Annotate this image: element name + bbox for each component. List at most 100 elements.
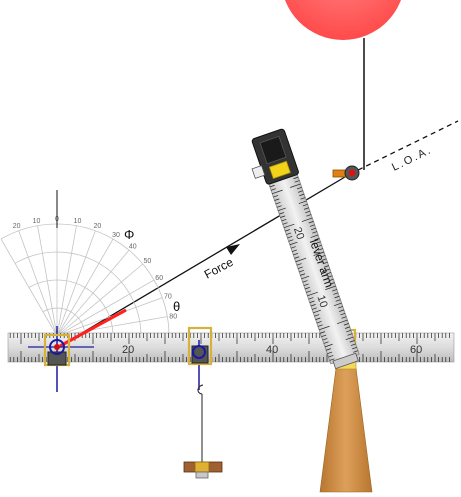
weight-hanger-bracket[interactable]	[187, 326, 213, 390]
tape-tick	[321, 334, 327, 337]
tape-tick	[300, 197, 306, 200]
balloon-hook[interactable]	[332, 165, 360, 181]
tape-tick	[322, 268, 330, 272]
tape-tick	[318, 248, 323, 251]
tape-tick	[292, 249, 297, 252]
tape-tick	[293, 253, 299, 256]
tape-tick	[296, 263, 302, 266]
protractor: 20100102030405060708090 Φ θ	[0, 190, 180, 341]
tape-tick	[308, 221, 314, 224]
tape-tick	[345, 336, 354, 341]
tape-tick	[283, 223, 295, 229]
protractor-tick-label: 30	[112, 232, 120, 239]
tape-tick	[325, 285, 336, 290]
tape-tick	[351, 346, 357, 350]
tape-tick	[305, 210, 311, 214]
tape-tick	[272, 189, 283, 195]
tape-tick	[299, 270, 305, 273]
tape-tick	[290, 246, 296, 249]
tape-tick	[353, 350, 359, 353]
force-arrow	[226, 244, 240, 255]
tape-tick	[310, 227, 316, 231]
tape-tick	[313, 309, 321, 314]
tape-tick	[335, 299, 341, 302]
tape-tick	[287, 235, 293, 239]
tape-tick	[307, 291, 318, 297]
tape-tick	[315, 241, 321, 244]
tape-tick	[317, 324, 323, 327]
tape-tick	[315, 317, 321, 320]
tape-tick	[282, 222, 288, 225]
tape-tick	[281, 218, 287, 222]
tape-tick	[329, 358, 335, 361]
tape-label-20: 20	[291, 226, 306, 241]
tape-tick	[309, 300, 315, 303]
tape-tick	[332, 289, 338, 292]
tape-tick	[304, 287, 310, 290]
tape-tick	[308, 297, 314, 300]
tape-tick	[316, 321, 322, 324]
protractor-tick-label: 80	[169, 314, 177, 321]
tape-tick	[298, 200, 307, 204]
tape-tick	[288, 239, 294, 242]
protractor-tick-label: 70	[164, 294, 172, 301]
loa-label: L.O.A.	[390, 144, 434, 174]
tape-tick	[320, 331, 326, 334]
tape-tick	[334, 295, 340, 299]
tape-tick	[347, 333, 353, 336]
protractor-tick-label: 50	[144, 258, 152, 265]
tape-tick	[328, 355, 334, 358]
pivot-stand	[319, 367, 373, 493]
tape-tick	[339, 309, 345, 312]
tape-tick	[310, 234, 319, 238]
tape-end-hook	[332, 352, 359, 370]
balloon[interactable]	[281, 0, 405, 40]
tape-tick	[306, 290, 312, 293]
tape-tick	[344, 326, 350, 329]
ruler-label-20: 20	[122, 344, 134, 356]
tape-tick	[298, 190, 304, 193]
tape-tick	[296, 186, 302, 190]
tape-tick	[314, 314, 320, 317]
tape-tick	[293, 176, 299, 180]
protractor-arc	[28, 279, 114, 337]
tape-tick	[306, 214, 312, 217]
tape-tick	[302, 204, 308, 207]
tape-tick	[333, 302, 342, 306]
tape-tick	[302, 280, 308, 283]
tape-tick	[309, 224, 315, 227]
tape-tick	[324, 343, 333, 348]
tape-tick	[311, 307, 317, 310]
tape-tick	[303, 283, 309, 286]
tape-tick	[346, 329, 352, 333]
hanging-weight[interactable]	[183, 384, 223, 479]
tape-tick	[300, 273, 306, 276]
force-attachment-bracket[interactable]	[28, 326, 94, 392]
tape-tick	[316, 244, 322, 248]
tape-tick	[350, 343, 356, 346]
tape-tick	[269, 184, 275, 188]
protractor-tick-label: 60	[155, 275, 163, 282]
tape-tick	[326, 272, 332, 275]
tape-tick	[294, 256, 300, 259]
tape-tick	[273, 195, 279, 198]
protractor-arc	[14, 251, 142, 337]
phi-label: Φ	[124, 227, 134, 242]
tape-lock-button[interactable]	[268, 160, 291, 180]
tape-tick	[326, 348, 331, 351]
force-vector[interactable]	[59, 308, 127, 348]
tape-tick	[276, 205, 282, 208]
tape-tick	[301, 275, 310, 280]
tape-tick	[329, 282, 335, 285]
tape-tick	[321, 258, 327, 261]
tape-tick	[294, 180, 300, 183]
tape-tick	[327, 275, 333, 278]
theta-label: θ	[173, 299, 180, 314]
tape-tick	[327, 351, 333, 355]
tape-tick	[274, 198, 280, 201]
tape-tick	[340, 312, 346, 316]
tape-tick	[270, 188, 276, 191]
protractor-tick-label: 20	[94, 223, 102, 230]
ruler-label-40: 40	[266, 344, 278, 356]
